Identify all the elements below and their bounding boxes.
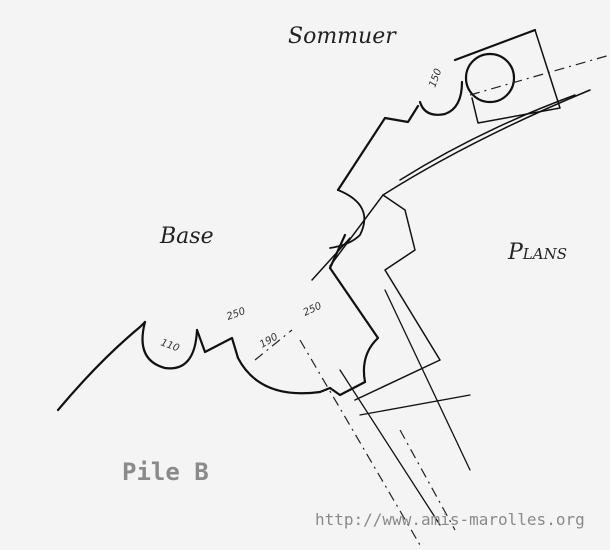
label-sommier: Sommuer	[288, 24, 396, 49]
dim-line-190	[254, 329, 293, 361]
sommier-small-roll	[418, 80, 464, 116]
dim-190: 190	[258, 332, 280, 351]
sommier-circle	[464, 52, 516, 104]
axis-line-sommier	[469, 54, 610, 96]
base-small-roll	[141, 320, 199, 370]
arch-curve-outer	[399, 94, 576, 181]
dim-250-left: 250	[225, 306, 247, 323]
sommier-top	[453, 28, 537, 62]
dim-150: 150	[427, 67, 444, 89]
base-step	[328, 380, 367, 397]
plans-lower-lines	[339, 289, 471, 526]
watermark-url: http://www.amis-marolles.org	[315, 510, 585, 529]
base-outline	[56, 320, 147, 412]
drawing-title: Pile B	[122, 458, 209, 486]
label-plans: Plans	[508, 240, 567, 265]
arch-curve-inner	[382, 89, 591, 196]
base-large-roll	[236, 356, 332, 395]
axis-line-main	[299, 339, 421, 546]
base-zigzag	[195, 328, 240, 360]
dim-250-right: 250	[302, 301, 324, 319]
pillar-roll	[329, 189, 366, 249]
main-diagonal	[328, 104, 420, 270]
label-base: Base	[160, 224, 214, 249]
sommier-box	[471, 29, 561, 124]
base-concave-roll	[328, 266, 380, 384]
plans-outline	[311, 194, 441, 401]
dim-110: 110	[159, 337, 181, 354]
axis-line-2	[399, 429, 456, 531]
